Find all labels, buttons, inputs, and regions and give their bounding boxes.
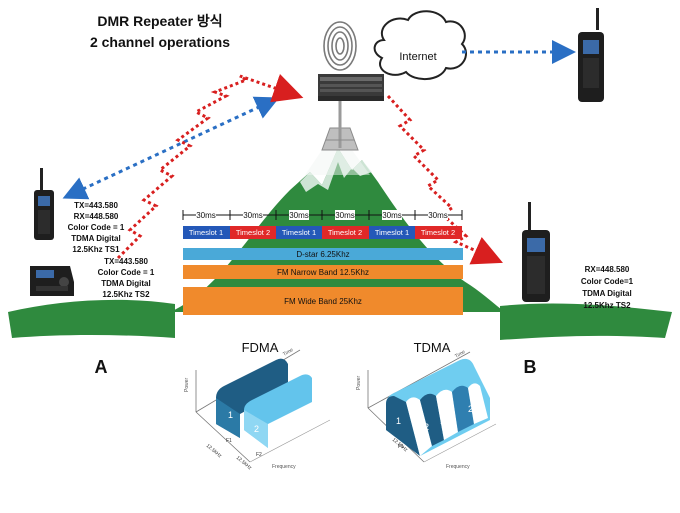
handheld-radio-b-icon [522, 202, 550, 302]
tdma-block-label: 2 [424, 422, 429, 432]
tdma-f-label: F1 [398, 444, 404, 450]
dstar-band [183, 248, 463, 260]
mobile-a-line: TX=443.580 [104, 257, 148, 266]
radio-b-line: Color Code=1 [581, 277, 634, 286]
radio-b-line: TDMA Digital [582, 289, 631, 298]
internet-label: Internet [399, 51, 436, 63]
fdma-f-label: F2 [256, 452, 262, 458]
radio-a-line: Color Code = 1 [68, 223, 125, 232]
duration-label: 30ms [289, 211, 309, 220]
handheld-radio-icon [578, 8, 604, 102]
tdma-power-axis: Power [356, 375, 362, 390]
fm-wide-label: FM Wide Band 25Khz [284, 297, 362, 306]
fdma-frequency-axis: Frequency [272, 464, 296, 470]
radio-a-line: RX=448.580 [74, 212, 119, 221]
duration-label: 30ms [382, 211, 402, 220]
ground [8, 299, 672, 352]
radio-b-settings: RX=448.580 Color Code=1 TDMA Digital 12.… [581, 265, 634, 310]
fm-narrow-band [183, 265, 463, 279]
mobile-a-line: Color Code = 1 [98, 268, 155, 277]
mobile-radio-icon [30, 266, 74, 296]
fm-narrow-label: FM Narrow Band 12.5Khz [277, 268, 369, 277]
duration-label: 30ms [428, 211, 448, 220]
repeater-rack-icon [318, 74, 384, 101]
fdma-diagram: FDMA Power Time Frequency 1 2 F1 F2 12.5… [184, 340, 331, 472]
rf-path-downlink [386, 94, 503, 265]
radio-waves-icon [323, 21, 357, 71]
duration-label: 30ms [196, 211, 216, 220]
timeslot-row: Timeslot 1 Timeslot 2 Timeslot 1 Timeslo… [183, 226, 462, 239]
tdma-time-axis: Time [454, 349, 467, 360]
tdma-diagram: TDMA Power Time Frequency 1 2 1 2 F1 12.… [356, 340, 497, 470]
internet-cloud-icon [373, 10, 467, 80]
fdma-block-label: 1 [228, 410, 233, 420]
station-a-label: A [95, 357, 108, 377]
timeslot-label: Timeslot 1 [375, 228, 409, 237]
fdma-block-label: 2 [254, 424, 259, 434]
radio-a-line: 12.5Khz TS1 [72, 245, 120, 254]
snow-cap [300, 148, 372, 192]
tdma-block-label: 2 [468, 404, 473, 414]
fdma-bw-label: 12.5kHz [235, 455, 253, 472]
rf-path-uplink [116, 73, 304, 260]
title-line-2: 2 channel operations [90, 34, 230, 50]
fdma-power-axis: Power [184, 377, 190, 392]
radio-a-line: TX=443.580 [74, 201, 118, 210]
radio-a-line: TDMA Digital [71, 234, 120, 243]
mobile-a-settings: TX=443.580 Color Code = 1 TDMA Digital 1… [98, 257, 155, 299]
repeater-link-a [62, 96, 280, 200]
timing-row: 30ms 30ms 30ms 30ms 30ms 30ms [182, 210, 463, 220]
title-line-1: DMR Repeater 방식 [97, 13, 222, 29]
timeslot-label: Timeslot 2 [421, 228, 455, 237]
duration-label: 30ms [243, 211, 263, 220]
mobile-a-line: TDMA Digital [101, 279, 150, 288]
tdma-block-label: 1 [396, 416, 401, 426]
dstar-label: D-star 6.25Khz [296, 250, 349, 259]
fdma-title: FDMA [242, 340, 279, 355]
timeslot-label: Timeslot 1 [282, 228, 316, 237]
timeslot-label: Timeslot 2 [236, 228, 270, 237]
tdma-block-label: 1 [440, 416, 445, 426]
fdma-bw-label: 12.5kHz [205, 443, 223, 460]
station-b-label: B [524, 357, 537, 377]
tdma-frequency-axis: Frequency [446, 464, 470, 470]
fdma-f-label: F1 [226, 438, 232, 444]
radio-b-line: RX=448.580 [585, 265, 630, 274]
radio-a-settings: TX=443.580 RX=448.580 Color Code = 1 TDM… [68, 201, 125, 254]
mobile-a-line: 12.5Khz TS2 [102, 290, 150, 299]
fdma-time-axis: Time [282, 347, 295, 358]
tdma-title: TDMA [414, 340, 451, 355]
fm-wide-band [183, 287, 463, 315]
radio-b-line: 12.5Khz TS2 [583, 301, 631, 310]
snow-tip [305, 150, 370, 175]
timeslot-label: Timeslot 2 [328, 228, 362, 237]
repeater-tower [321, 100, 359, 151]
handheld-radio-a-icon [34, 168, 54, 240]
duration-label: 30ms [335, 211, 355, 220]
timeslot-label: Timeslot 1 [189, 228, 223, 237]
